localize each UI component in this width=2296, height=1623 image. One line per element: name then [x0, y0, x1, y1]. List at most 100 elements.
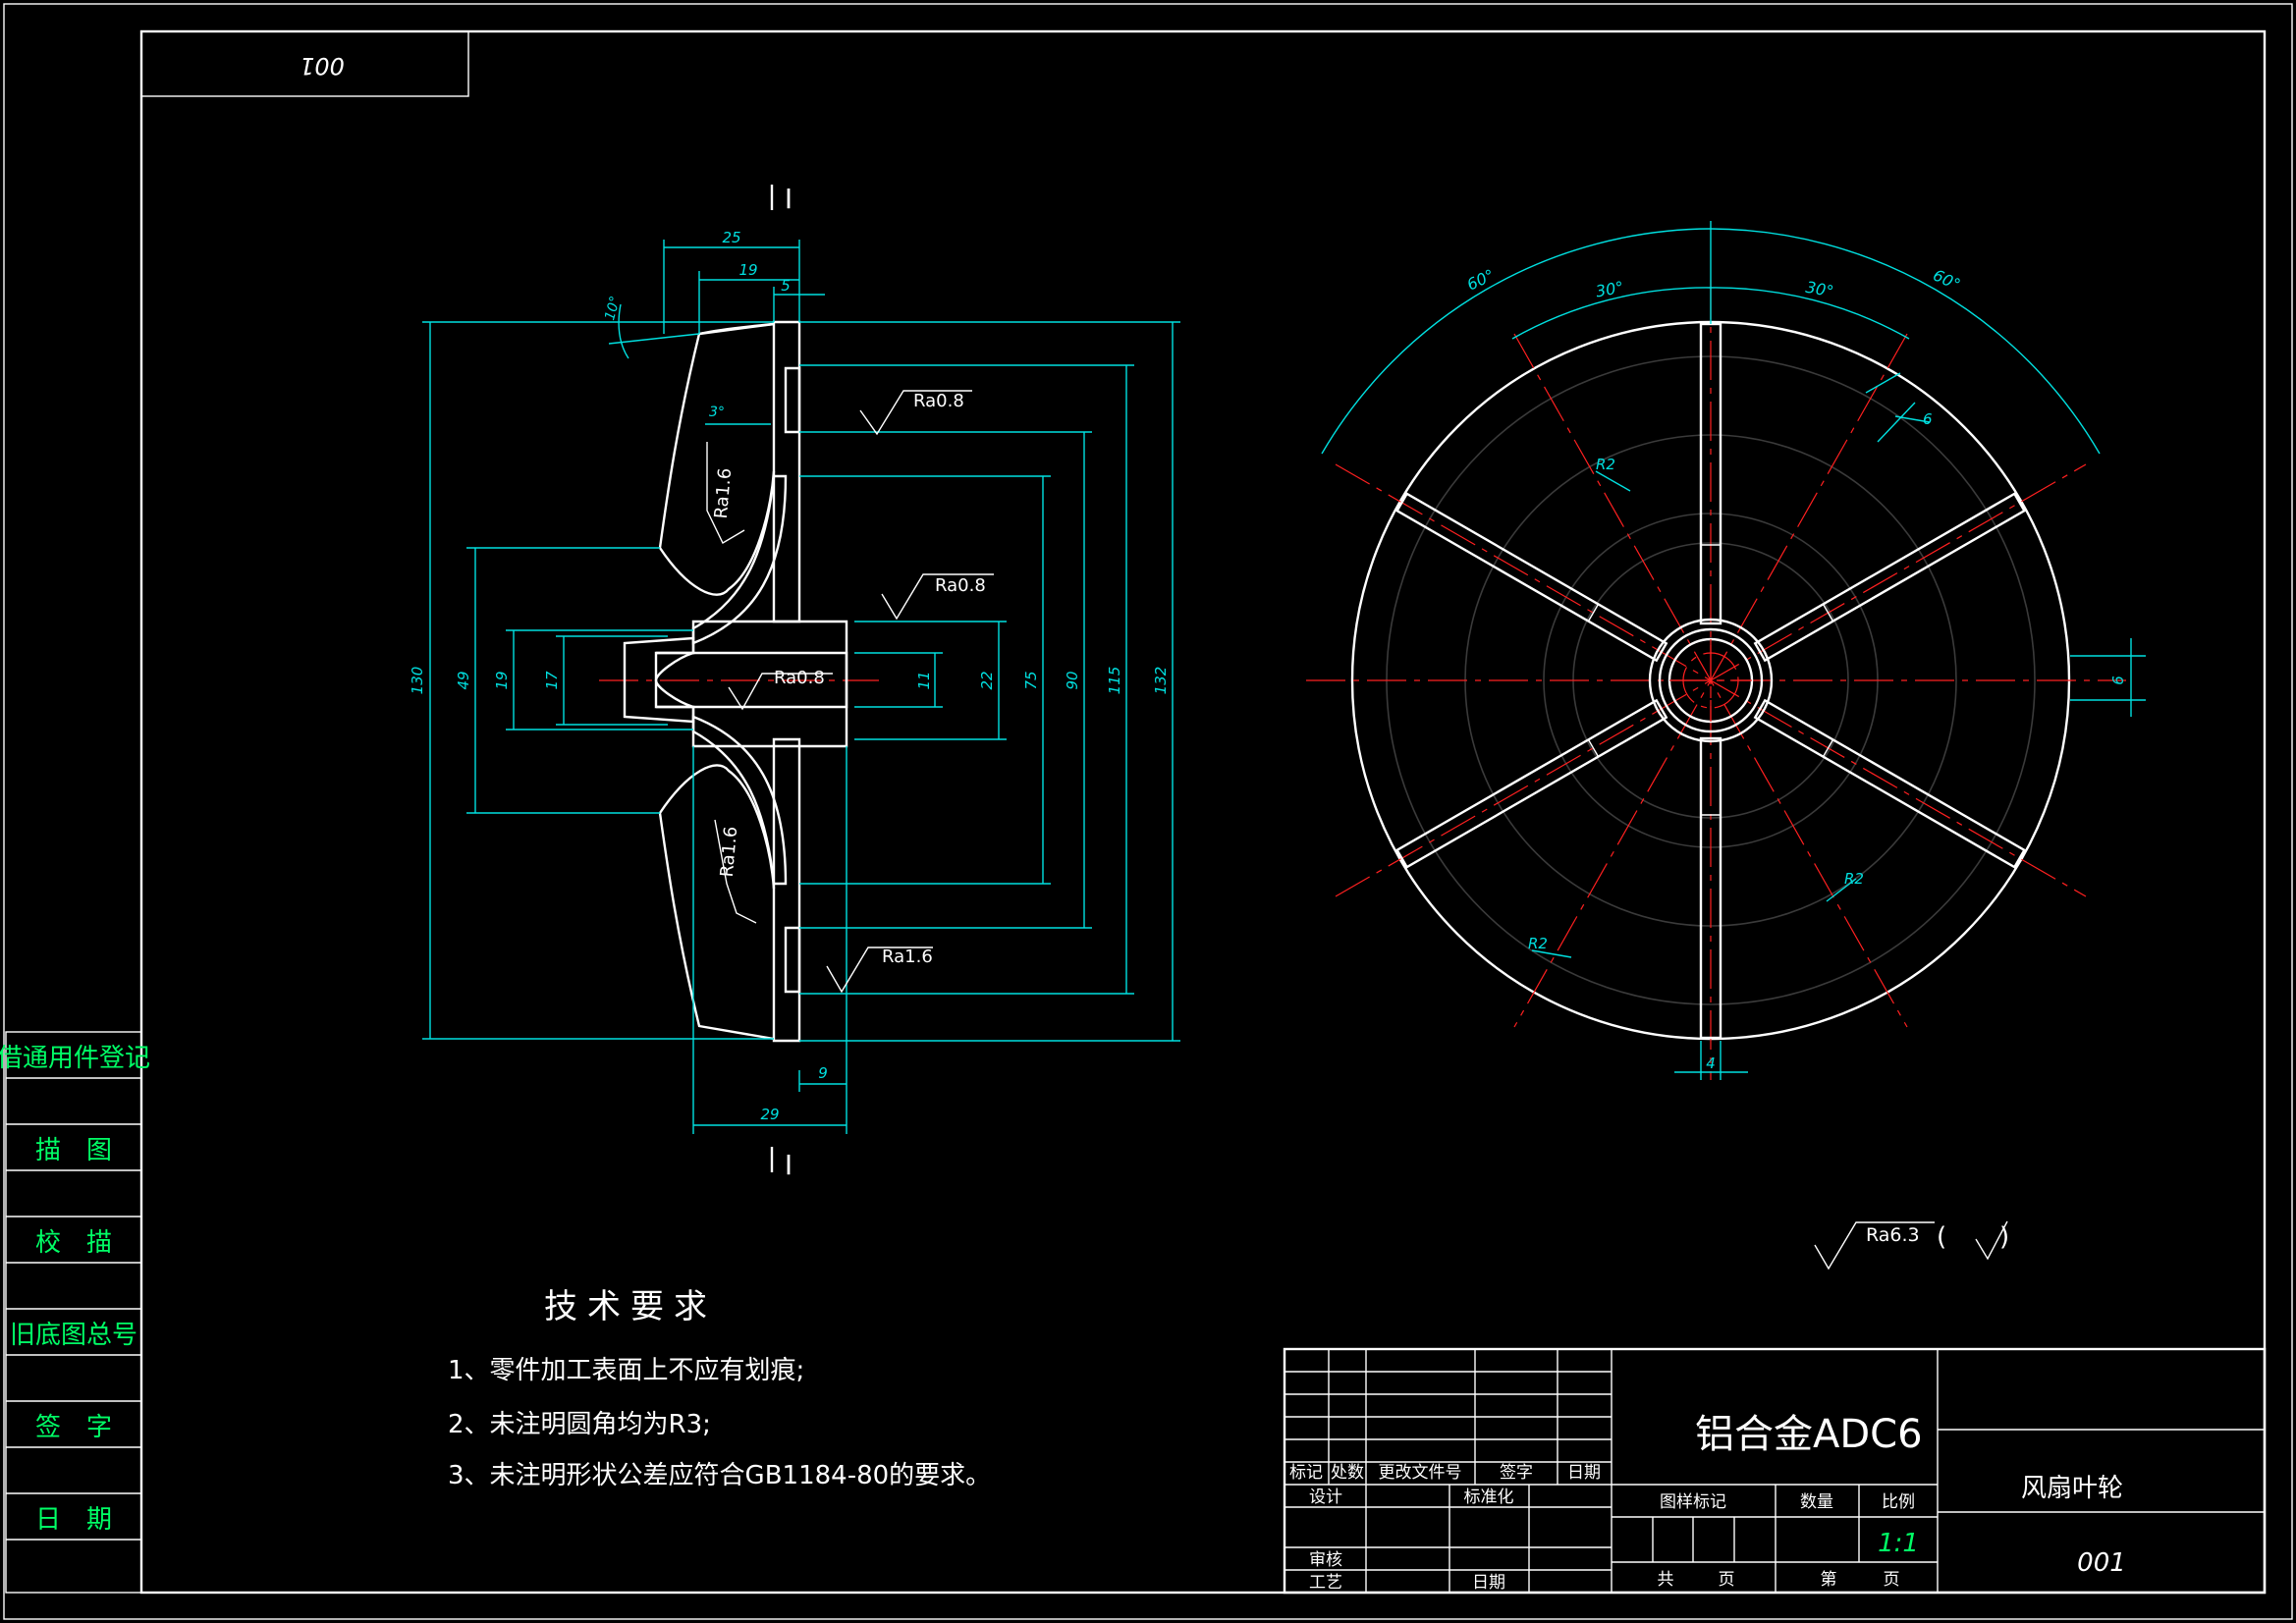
- dim-19b: 19: [493, 671, 511, 689]
- tb-part-name: 风扇叶轮: [2021, 1474, 2123, 1503]
- stamp-old-number: 旧底图总号: [10, 1321, 137, 1350]
- tb-h-mark: 标记: [1289, 1463, 1323, 1483]
- tb-page: 页: [1719, 1570, 1735, 1590]
- hub-bore: [656, 651, 848, 709]
- section-mark-top: I: [785, 183, 793, 215]
- blade-tip-top: [698, 322, 775, 336]
- back-plate-bottom: [772, 737, 801, 1043]
- nose-cone: [623, 636, 695, 724]
- tb-h-date: 日期: [1567, 1463, 1601, 1483]
- inner-border: [139, 29, 2267, 1595]
- roughness-symbol-4: Ra1.6: [706, 442, 745, 544]
- rotated-code: 001: [300, 52, 345, 80]
- tb-h-count: 处数: [1331, 1463, 1364, 1483]
- dim-22: 22: [978, 671, 996, 689]
- roughness-symbol-3: Ra0.8: [728, 668, 833, 711]
- svg-text:Ra0.8: Ra0.8: [913, 391, 964, 411]
- dim-3deg: 3°: [709, 405, 725, 420]
- rotated-code-box: 001: [140, 30, 469, 97]
- plate-lug-bottom: [784, 926, 801, 994]
- stamp-borrow: 借通用件登记: [0, 1044, 150, 1073]
- dim-9: 9: [818, 1064, 828, 1082]
- roughness-symbol-2: Ra0.8: [881, 573, 994, 621]
- blade-upper-left: [1394, 492, 1668, 663]
- tb-date2: 日期: [1472, 1573, 1505, 1593]
- tb-sheet: 第: [1821, 1570, 1837, 1590]
- dim-132: 132: [1152, 667, 1170, 695]
- title-block: 标记 处数 更改文件号 签字 日期 设计 标准化 审核 工艺 日期 铝合金ADC…: [1283, 1347, 2267, 1595]
- tech-req-item-1: 1、零件加工表面上不应有划痕;: [448, 1356, 804, 1385]
- dim-90: 90: [1064, 671, 1081, 689]
- back-plate-top: [772, 320, 801, 623]
- r2-label-c: R2: [1528, 935, 1548, 952]
- web-curve-bottom: [691, 715, 788, 886]
- blade-outline-top: [658, 322, 776, 596]
- dim-115: 115: [1106, 667, 1123, 695]
- plate-lug-top: [784, 366, 801, 434]
- tb-page2: 页: [1884, 1570, 1900, 1590]
- side-stamp-column: 借通用件登记 描 图 校 描 旧底图总号 签 字 日 期: [0, 1031, 150, 1594]
- blade-outline-bottom: [658, 764, 776, 1041]
- angle-30-left: 30°: [1594, 278, 1624, 301]
- angle-30-right: 30°: [1804, 278, 1834, 301]
- blade-lower-right: [1753, 698, 2027, 869]
- roughness-symbol-5: Ra1.6: [714, 819, 757, 924]
- stamp-check: 校 描: [35, 1228, 112, 1258]
- roughness-symbol-6: Ra1.6: [826, 947, 933, 994]
- angle-60-left: 60°: [1464, 265, 1498, 294]
- svg-text:Ra1.6: Ra1.6: [882, 947, 933, 967]
- dim-25: 25: [722, 229, 740, 246]
- dim-5: 5: [781, 277, 791, 295]
- stamp-date: 日 期: [35, 1505, 112, 1535]
- tb-standard: 标准化: [1464, 1488, 1514, 1507]
- tb-pattern-mark: 图样标记: [1660, 1492, 1726, 1512]
- blade-upper-right: [1753, 492, 2027, 663]
- tb-total: 共: [1658, 1570, 1674, 1590]
- dim-17: 17: [543, 671, 561, 690]
- technical-requirements: 技术要求 1、零件加工表面上不应有划痕; 2、未注明圆角均为R3; 3、未注明形…: [448, 1287, 991, 1490]
- svg-text:(: (: [1937, 1222, 1946, 1252]
- dim-4: 4: [1706, 1055, 1716, 1072]
- svg-text:Ra0.8: Ra0.8: [774, 668, 825, 688]
- svg-text:Ra0.8: Ra0.8: [935, 575, 986, 596]
- dim-75: 75: [1022, 671, 1040, 689]
- svg-text:): ): [1999, 1222, 2009, 1252]
- dim-11: 11: [915, 671, 933, 689]
- tb-quantity: 数量: [1800, 1492, 1833, 1512]
- r2-label-a: R2: [1596, 456, 1615, 473]
- r2-label-b: R2: [1844, 870, 1864, 888]
- tb-design: 设计: [1309, 1488, 1342, 1507]
- dim-29: 29: [760, 1106, 779, 1123]
- tb-code: 001: [2077, 1548, 2126, 1578]
- outer-border: [3, 3, 2293, 1620]
- dim-19: 19: [738, 261, 757, 279]
- tb-process: 工艺: [1309, 1573, 1342, 1593]
- dim-6b: 6: [2109, 676, 2127, 685]
- svg-text:Ra1.6: Ra1.6: [711, 467, 736, 519]
- tech-req-item-3: 3、未注明形状公差应符合GB1184-80的要求。: [448, 1461, 991, 1490]
- svg-text:Ra6.3: Ra6.3: [1866, 1224, 1920, 1246]
- hub-ring-outer: [1648, 618, 1774, 743]
- tb-scale-label: 比例: [1882, 1492, 1915, 1512]
- blade-down: [1699, 736, 1722, 1040]
- default-roughness: Ra6.3 ( ): [1814, 1220, 2009, 1271]
- tech-req-title: 技术要求: [544, 1287, 717, 1326]
- front-view: 60° 30° 30° 60° 6 6 4 R2 R2 R2: [1306, 221, 2146, 1080]
- dim-6a: 6: [1923, 410, 1933, 428]
- side-section-view: 25 19 5 I I 10° 3° 130 49 19: [409, 183, 1180, 1181]
- dim-130: 130: [409, 667, 426, 695]
- svg-text:Ra1.6: Ra1.6: [717, 826, 741, 878]
- dim-49: 49: [455, 671, 472, 689]
- roughness-symbol-1: Ra0.8: [859, 390, 972, 436]
- section-mark-bottom: I: [785, 1149, 793, 1181]
- tb-review: 审核: [1309, 1550, 1342, 1570]
- tb-scale-value: 1:1: [1878, 1529, 1919, 1558]
- tb-material: 铝合金ADC6: [1695, 1412, 1923, 1457]
- blade-lower-left: [1394, 698, 1668, 869]
- tb-h-sign: 签字: [1500, 1463, 1533, 1483]
- stamp-trace: 描 图: [35, 1136, 112, 1165]
- dim-10deg: 10°: [602, 295, 624, 322]
- tb-h-doc: 更改文件号: [1379, 1463, 1462, 1483]
- stamp-sign: 签 字: [35, 1413, 112, 1442]
